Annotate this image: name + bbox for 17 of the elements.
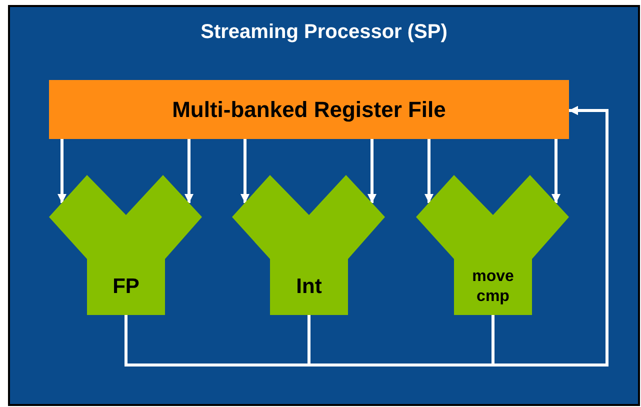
alu-y-shape	[416, 175, 569, 315]
arrow	[552, 139, 560, 203]
alu-y-shape	[49, 175, 202, 315]
node-label: FP	[112, 274, 140, 300]
node-label: Streaming Processor (SP)	[200, 20, 448, 45]
node-label: Multi-banked Register File	[172, 96, 446, 124]
arrow	[184, 139, 194, 203]
register-file-box	[49, 80, 569, 139]
arrow	[58, 139, 66, 203]
processor-panel	[8, 5, 640, 406]
alu-y-shape	[232, 175, 385, 315]
arrow	[492, 106, 608, 366]
arrow	[424, 139, 434, 203]
arrow	[240, 139, 250, 203]
node-label: Int	[296, 274, 322, 300]
node-label: move cmp	[471, 267, 515, 307]
arrow	[368, 139, 376, 203]
